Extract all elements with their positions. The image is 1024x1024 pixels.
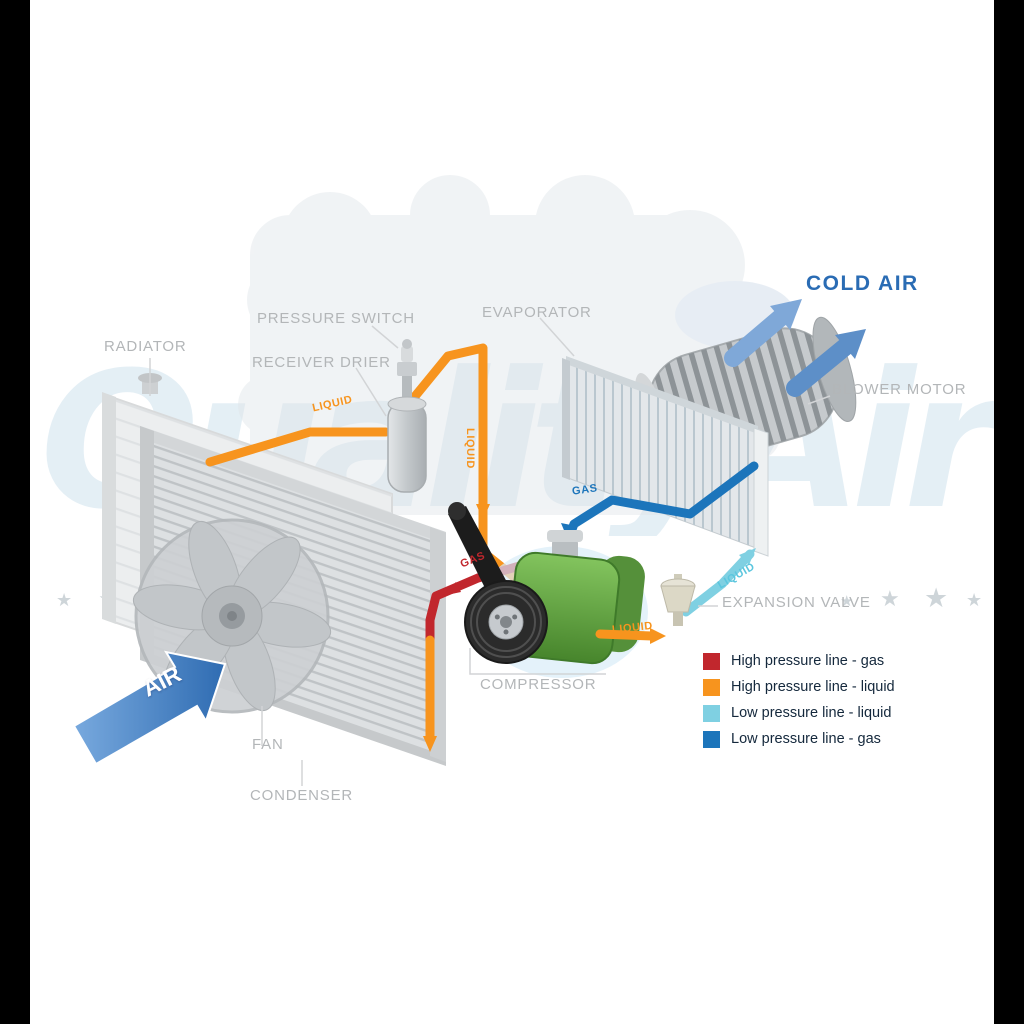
flow-arrow-icon [739, 548, 756, 565]
legend-label: High pressure line - liquid [731, 679, 895, 695]
flow-arrow-right-icon [650, 628, 666, 644]
cold-air-arrow [724, 309, 789, 367]
label-evaporator: EVAPORATOR [482, 304, 592, 321]
legend-swatch-low-liquid [703, 704, 720, 722]
leader-lines [149, 317, 831, 786]
pressure-switch [397, 362, 417, 376]
left-black-bar [0, 0, 30, 1024]
label-pressure-switch: PRESSURE SWITCH [257, 310, 415, 327]
high-pressure-liquid-to-valve [595, 628, 666, 644]
low-pressure-liquid-pipe [681, 548, 756, 617]
legend-label: High pressure line - gas [731, 653, 885, 669]
legend-item-high-gas: High pressure line - gas [703, 648, 895, 674]
idler-pulley [448, 502, 466, 520]
label-compressor: COMPRESSOR [480, 676, 597, 693]
pressure-switch-stem [402, 374, 412, 404]
air-flow-arrow [72, 650, 227, 766]
legend-label: Low pressure line - liquid [731, 705, 892, 721]
flow-arrow-down-icon [423, 736, 437, 752]
label-expansion-valve: EXPANSION VALVE [722, 594, 871, 611]
watermark-star: ★ [56, 590, 73, 610]
legend-swatch-low-gas [703, 730, 720, 748]
legend-swatch-high-liquid [703, 678, 720, 696]
label-blower-motor: BLOWER MOTOR [832, 381, 967, 398]
legend-item-high-liquid: High pressure line - liquid [703, 674, 895, 700]
label-receiver-drier: RECEIVER DRIER [252, 354, 391, 371]
watermark-star: ★ [840, 593, 854, 610]
pipe-label-liquid-vertical: LIQUID [464, 428, 476, 469]
watermark-star: ★ [966, 590, 983, 610]
legend: High pressure line - gas High pressure l… [703, 648, 895, 752]
watermark-star: ★ [924, 583, 949, 613]
pipe-low-liquid-valve-to-evaporator [681, 549, 755, 617]
pipe-high-liquid-condenser-to-drier [205, 427, 391, 467]
compressor [448, 502, 648, 678]
legend-label: Low pressure line - gas [731, 731, 881, 747]
cold-air-arrow [786, 338, 854, 397]
flow-arrow-down-icon [476, 504, 490, 520]
legend-item-low-gas: Low pressure line - gas [703, 726, 895, 752]
watermark-star: ★ [880, 586, 900, 611]
right-black-bar [994, 0, 1024, 1024]
expansion-valve [660, 574, 696, 626]
legend-swatch-high-gas [703, 652, 720, 670]
receiver-drier [387, 339, 427, 493]
flow-arrow-icon [442, 582, 461, 596]
legend-item-low-liquid: Low pressure line - liquid [703, 700, 895, 726]
label-radiator: RADIATOR [104, 338, 187, 355]
label-condenser: CONDENSER [250, 787, 354, 804]
cold-air-arrows [724, 299, 866, 397]
label-cold-air: COLD AIR [806, 272, 919, 295]
label-fan: FAN [252, 736, 284, 753]
